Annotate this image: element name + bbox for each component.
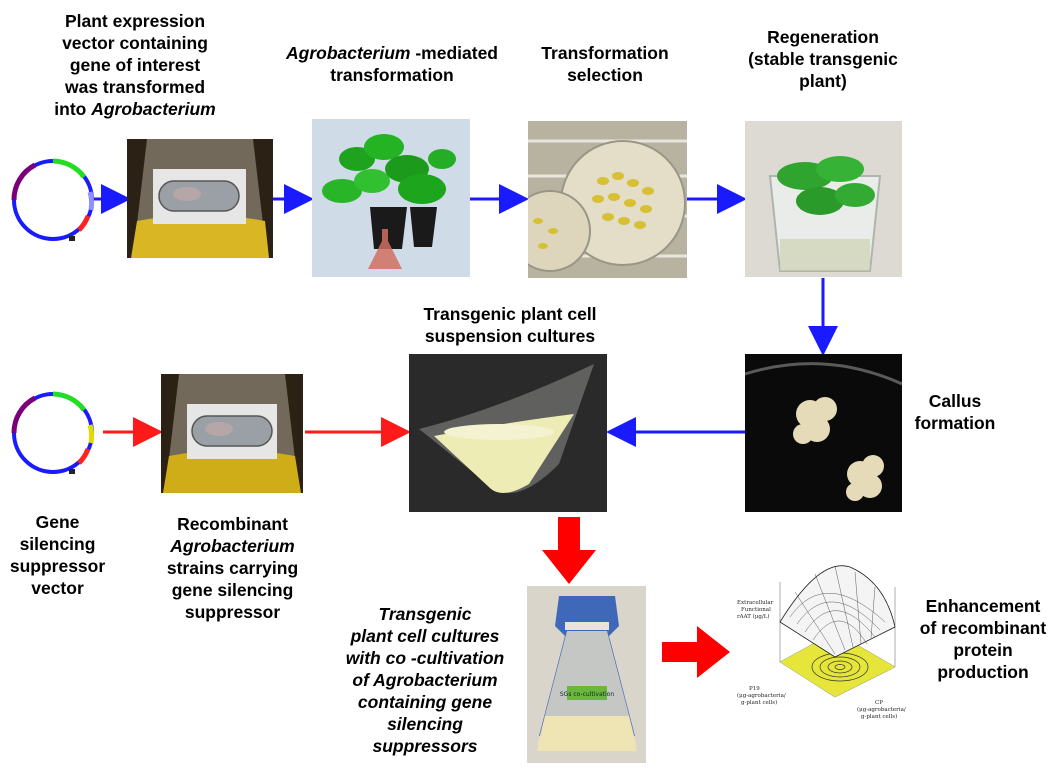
label-plant-expression-vector: Plant expression vector containing gene … bbox=[20, 10, 250, 120]
suspension-culture-photo bbox=[409, 354, 607, 512]
plot-x-label-1: P19 bbox=[749, 686, 760, 692]
plot-z-label-2: Functional bbox=[741, 607, 771, 613]
step1-line5-italic: Agrobacterium bbox=[91, 99, 216, 119]
cocultivation-line3: with co -cultivation bbox=[345, 648, 505, 668]
step3-line1: Transformation bbox=[541, 43, 669, 63]
recombinant-line4: gene silencing bbox=[171, 580, 294, 600]
cocultivation-line2: plant cell cultures bbox=[350, 626, 500, 646]
label-cocultivation: Transgenic plant cell cultures with co -… bbox=[325, 603, 525, 757]
transgenic-plant-photo bbox=[312, 119, 470, 277]
arrow-cocultivation-to-enhancement bbox=[662, 626, 730, 678]
label-agrobacterium-mediated: Agrobacterium -mediated transformation bbox=[262, 42, 522, 86]
suppressor-vector-line4: vector bbox=[31, 578, 84, 598]
plot-z-label-3: rAAT (μg/L) bbox=[737, 613, 770, 620]
step1-line4: was transformed bbox=[64, 77, 206, 97]
agrobacterium-culture-photo bbox=[127, 139, 273, 258]
regeneration-plant-photo bbox=[745, 121, 902, 277]
step4-line3: plant) bbox=[799, 71, 847, 91]
recombinant-line3: strains carrying bbox=[166, 558, 299, 578]
flask-tag-text: SGs co-cultivation bbox=[560, 691, 614, 698]
cocultivation-line1: Transgenic bbox=[378, 604, 472, 624]
recombinant-line5: suppressor bbox=[184, 602, 281, 622]
recombinant-line2-italic: Agrobacterium bbox=[170, 536, 295, 556]
surface-plot-photo: Extracellular Functional rAAT (μg/L) P19… bbox=[735, 552, 907, 727]
step1-line1: Plant expression bbox=[64, 11, 206, 31]
cocultivation-line6: silencing bbox=[387, 714, 463, 734]
label-recombinant-agrobacterium: Recombinant Agrobacterium strains carryi… bbox=[140, 513, 325, 623]
label-transformation-selection: Transformation selection bbox=[520, 42, 690, 86]
suspension-line1: Transgenic plant cell bbox=[423, 304, 597, 324]
step2-line1-italic: Agrobacterium bbox=[286, 43, 411, 63]
plot-x-label-3: g-plant cells) bbox=[741, 699, 777, 706]
suppressor-vector-line3: suppressor bbox=[9, 556, 106, 576]
enhancement-line3: protein bbox=[953, 640, 1013, 660]
suppressor-vector-line2: silencing bbox=[19, 534, 96, 554]
suspension-line2: suspension cultures bbox=[424, 326, 596, 346]
plasmid-vector-2 bbox=[11, 391, 95, 474]
label-enhancement: Enhancement of recombinant protein produ… bbox=[908, 595, 1058, 683]
callus-line2: formation bbox=[914, 413, 996, 433]
label-suppressor-vector: Gene silencing suppressor vector bbox=[0, 511, 115, 599]
step2-line1-suffix: -mediated bbox=[410, 43, 498, 63]
plot-z-label-1: Extracellular bbox=[737, 600, 774, 606]
plot-y-label-2: (μg-agrobacteria/ bbox=[857, 706, 906, 713]
plot-y-label-3: g-plant cells) bbox=[861, 713, 897, 720]
selection-petri-dish-photo bbox=[528, 121, 687, 278]
enhancement-line1: Enhancement bbox=[925, 596, 1041, 616]
recombinant-agrobacterium-culture-photo bbox=[161, 374, 303, 493]
step1-line2: vector containing bbox=[62, 33, 208, 53]
arrow-suspension-down bbox=[542, 517, 596, 584]
plot-x-label-2: (μg-agrobacteria/ bbox=[737, 692, 786, 699]
step4-line1: Regeneration bbox=[767, 27, 879, 47]
label-regeneration: Regeneration (stable transgenic plant) bbox=[713, 26, 933, 92]
cocultivation-line5: containing gene bbox=[357, 692, 493, 712]
step1-line5-prefix: into bbox=[54, 99, 92, 119]
callus-formation-photo bbox=[745, 354, 902, 512]
suppressor-vector-line1: Gene bbox=[35, 512, 80, 532]
label-suspension-cultures: Transgenic plant cell suspension culture… bbox=[390, 303, 630, 347]
step4-line2: (stable transgenic bbox=[748, 49, 898, 69]
recombinant-line1: Recombinant bbox=[177, 514, 288, 534]
plasmid-vector-1 bbox=[11, 158, 95, 241]
label-callus-formation: Callus formation bbox=[900, 390, 1010, 434]
enhancement-line4: production bbox=[937, 662, 1029, 682]
cocultivation-line7: suppressors bbox=[372, 736, 478, 756]
cocultivation-flask-photo: SGs co-cultivation bbox=[527, 586, 646, 763]
step2-line2: transformation bbox=[330, 65, 454, 85]
step1-line3: gene of interest bbox=[69, 55, 201, 75]
plot-y-label-1: CP bbox=[875, 700, 883, 706]
callus-line1: Callus bbox=[928, 391, 982, 411]
cocultivation-line4: of Agrobacterium bbox=[352, 670, 498, 690]
enhancement-line2: of recombinant bbox=[919, 618, 1047, 638]
step3-line2: selection bbox=[567, 65, 643, 85]
